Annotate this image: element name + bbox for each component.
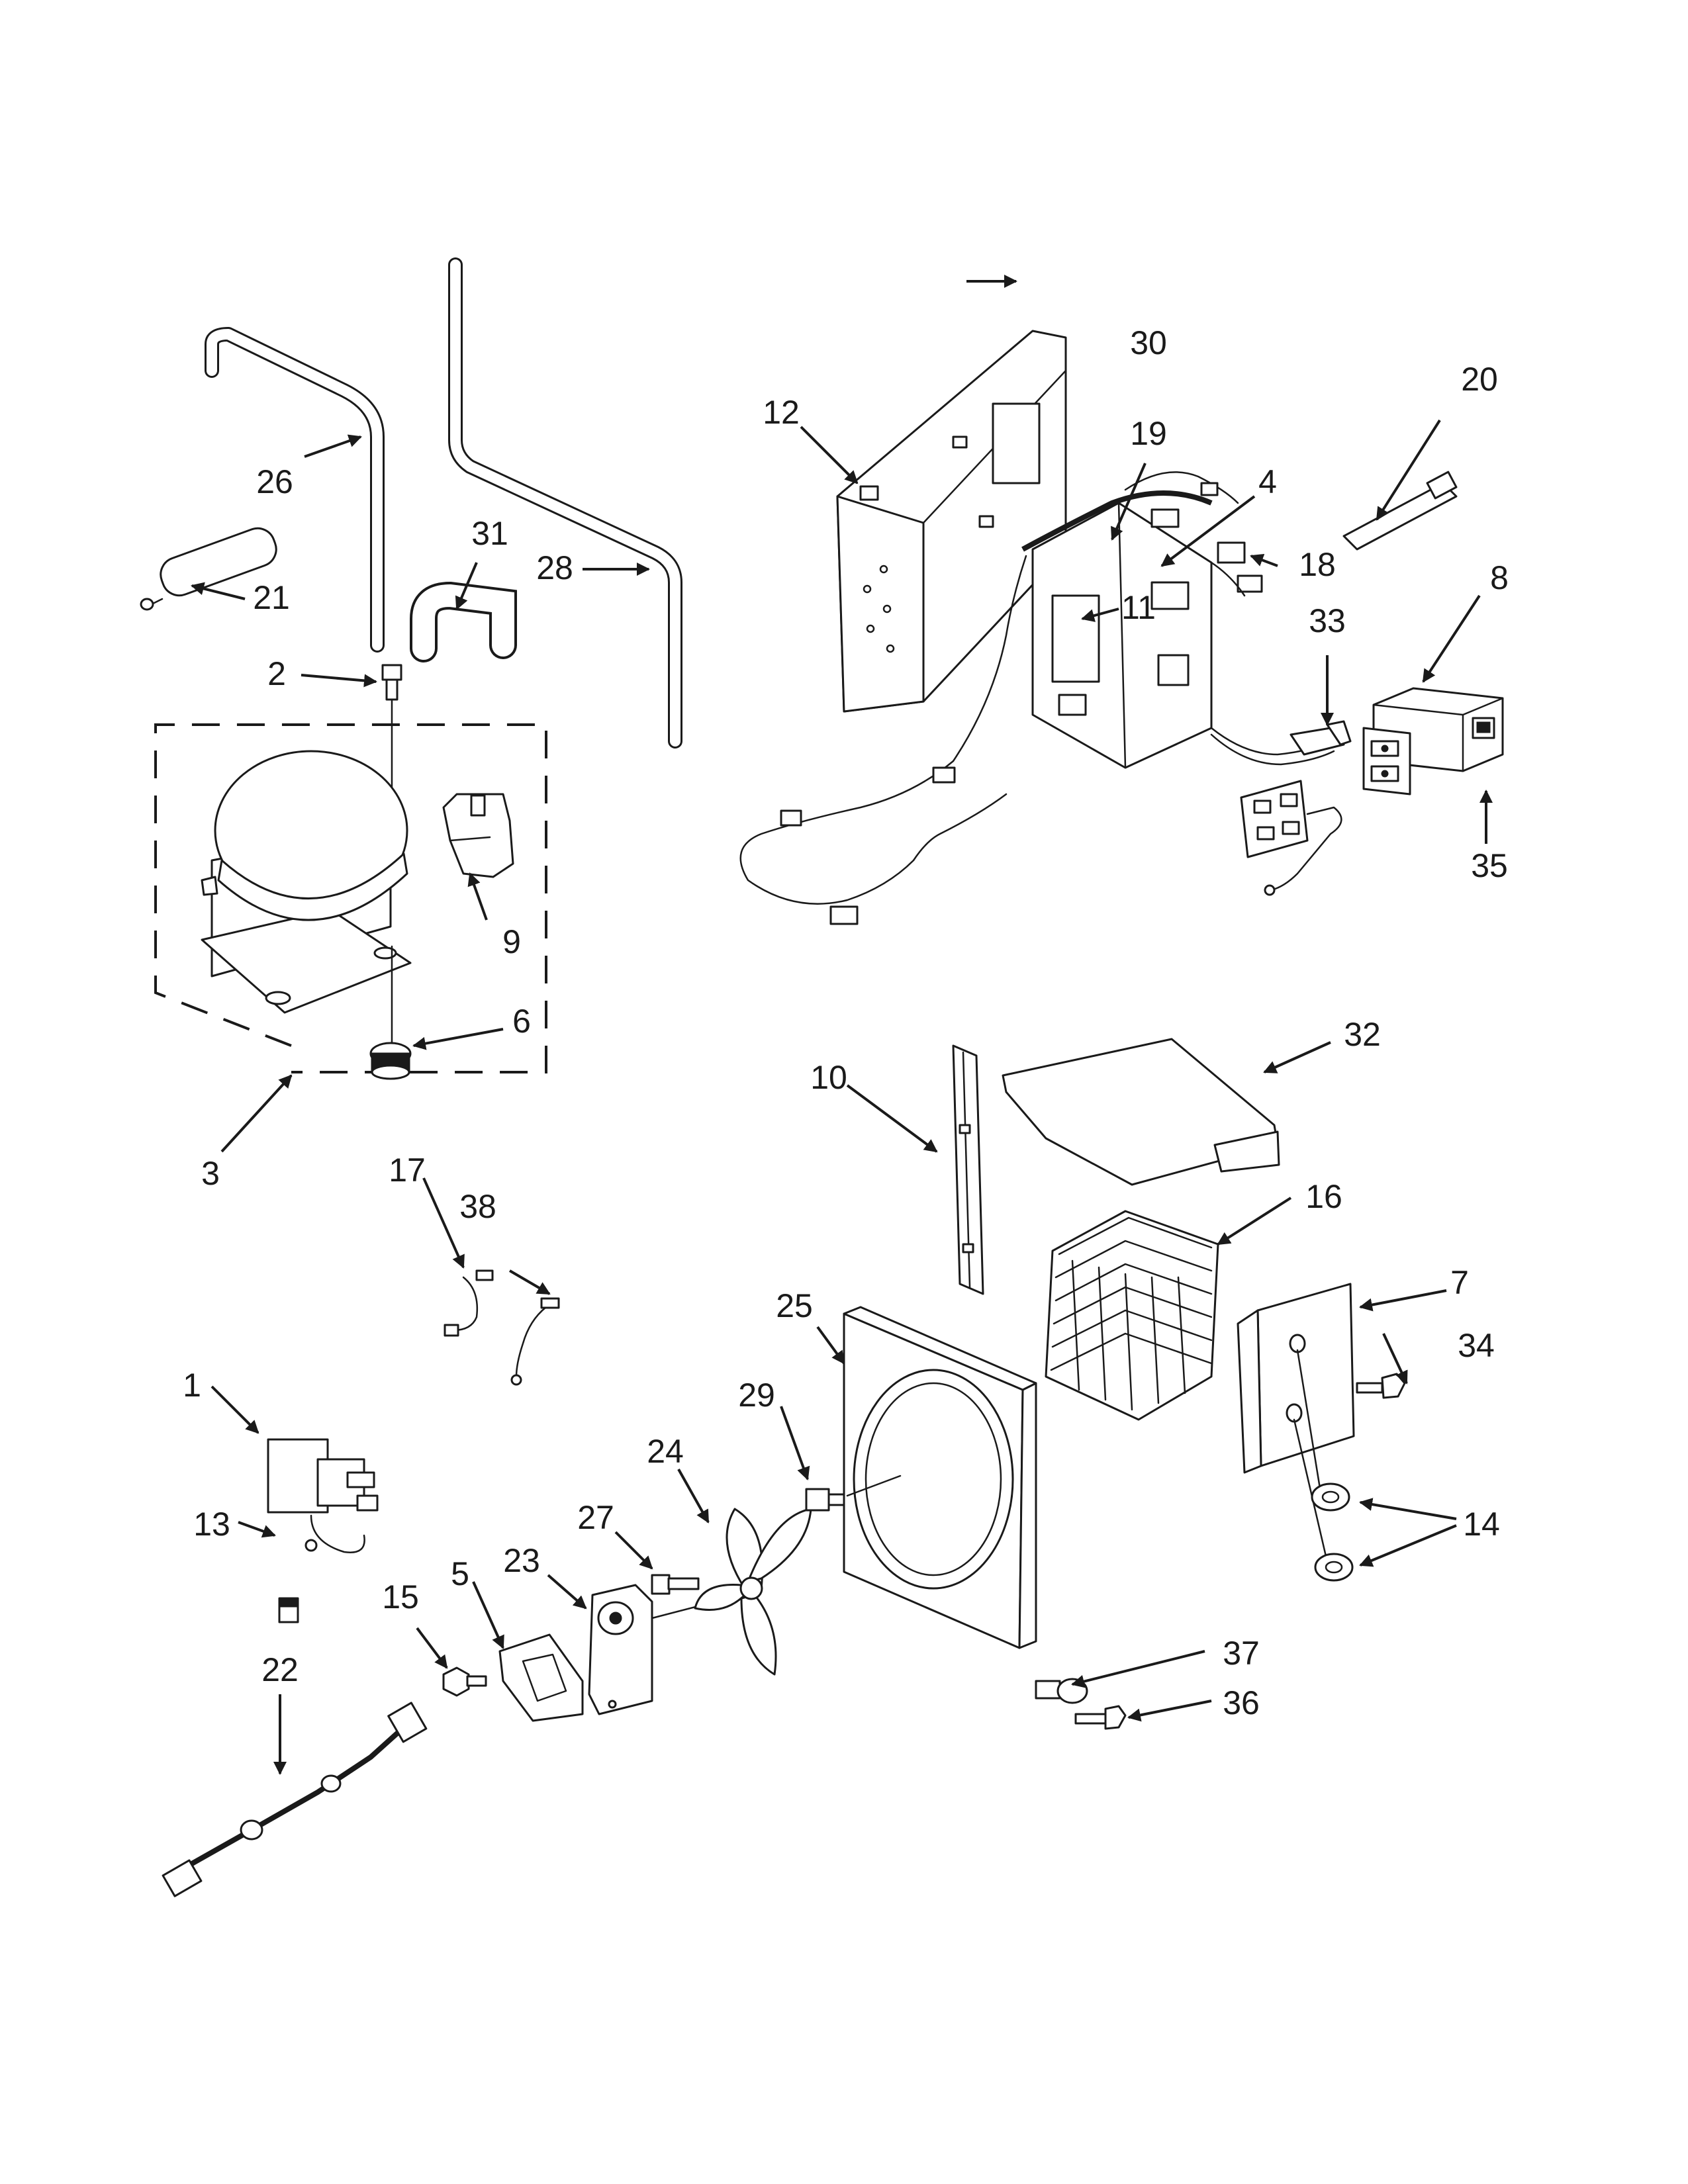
power-cord-part-33 xyxy=(1210,720,1352,766)
callout-23: 23 xyxy=(503,1542,540,1579)
callout-20: 20 xyxy=(1461,361,1498,398)
callout-33: 33 xyxy=(1309,602,1346,639)
callout-21: 21 xyxy=(253,579,290,616)
callout-7: 7 xyxy=(1450,1264,1469,1301)
fan-motor-part-23 xyxy=(588,1584,743,1715)
callout-12: 12 xyxy=(763,394,800,431)
screw-part-34 xyxy=(1356,1373,1406,1399)
wire-harness-part-22 xyxy=(162,1702,428,1897)
callout-4: 4 xyxy=(1258,463,1277,500)
outlet-block-lower xyxy=(1240,780,1342,896)
callout-32: 32 xyxy=(1344,1016,1381,1053)
callout-19: 19 xyxy=(1130,415,1167,452)
cover-part-9 xyxy=(442,793,514,878)
callout-35: 35 xyxy=(1471,847,1508,884)
wire-part-17 xyxy=(444,1269,494,1337)
callout-25: 25 xyxy=(776,1287,813,1324)
screw-part-15 xyxy=(442,1666,487,1697)
wire-harness-part-19 xyxy=(1021,471,1239,552)
fan-blade-part-24 xyxy=(694,1508,812,1676)
screw-part-27 xyxy=(651,1574,700,1595)
callout-labels: 1 2 3 4 5 6 7 8 9 10 11 12 13 14 15 16 1… xyxy=(183,324,1509,1721)
callout-10: 10 xyxy=(810,1059,847,1096)
callout-24: 24 xyxy=(647,1433,684,1470)
compressor xyxy=(201,750,412,1014)
tube-part-28 xyxy=(448,257,682,749)
callout-16: 16 xyxy=(1305,1178,1342,1215)
callout-9: 9 xyxy=(502,923,521,960)
callout-3: 3 xyxy=(201,1155,220,1192)
callout-15: 15 xyxy=(382,1578,419,1615)
callout-11: 11 xyxy=(1121,589,1156,626)
cover-part-32 xyxy=(1002,1038,1280,1186)
clip-part-13 xyxy=(278,1597,299,1623)
leader-lines xyxy=(191,275,1493,1775)
callout-38: 38 xyxy=(459,1188,496,1225)
callout-31: 31 xyxy=(471,515,508,552)
tube-part-31 xyxy=(410,581,517,662)
callout-13: 13 xyxy=(193,1506,230,1543)
washers-part-14 xyxy=(1311,1482,1354,1582)
callout-1: 1 xyxy=(183,1367,201,1404)
callout-29: 29 xyxy=(738,1377,775,1414)
callout-22: 22 xyxy=(261,1651,299,1688)
bracket-part-7 xyxy=(1237,1283,1355,1563)
callout-17: 17 xyxy=(389,1152,426,1189)
callout-8: 8 xyxy=(1490,559,1509,596)
callout-27: 27 xyxy=(577,1499,614,1536)
callout-36: 36 xyxy=(1223,1684,1260,1721)
control-board-part-11 xyxy=(739,502,1213,925)
callout-28: 28 xyxy=(536,549,573,586)
filter-drier-part-21 xyxy=(140,527,277,611)
screw-part-29 xyxy=(805,1488,849,1512)
callout-34: 34 xyxy=(1458,1327,1495,1364)
receptacle-part-35 xyxy=(1362,727,1411,796)
condenser-coil-part-16 xyxy=(1045,1210,1219,1421)
strap-part-20 xyxy=(1342,471,1458,551)
callout-30: 30 xyxy=(1130,324,1167,361)
bracket-part-10 xyxy=(952,1044,984,1295)
wire-part-38 xyxy=(510,1297,560,1386)
bracket-part-5 xyxy=(498,1633,584,1722)
relay-part-1 xyxy=(267,1438,379,1553)
fan-shroud-part-25 xyxy=(843,1306,1037,1649)
compressor-assembly-outline xyxy=(154,723,547,1073)
grommet-part-6 xyxy=(369,945,412,1080)
connector-part-18 xyxy=(1210,541,1263,597)
control-panel-part-12 xyxy=(836,330,1067,713)
callout-5: 5 xyxy=(451,1555,469,1592)
tube-part-26 xyxy=(205,327,385,653)
callout-14: 14 xyxy=(1463,1506,1500,1543)
callout-26: 26 xyxy=(256,463,293,500)
callout-6: 6 xyxy=(512,1003,531,1040)
callout-37: 37 xyxy=(1223,1635,1260,1672)
screw-part-36 xyxy=(1074,1705,1127,1730)
callout-2: 2 xyxy=(267,655,286,692)
connector-part-4 xyxy=(1150,482,1219,528)
callout-18: 18 xyxy=(1299,546,1336,583)
